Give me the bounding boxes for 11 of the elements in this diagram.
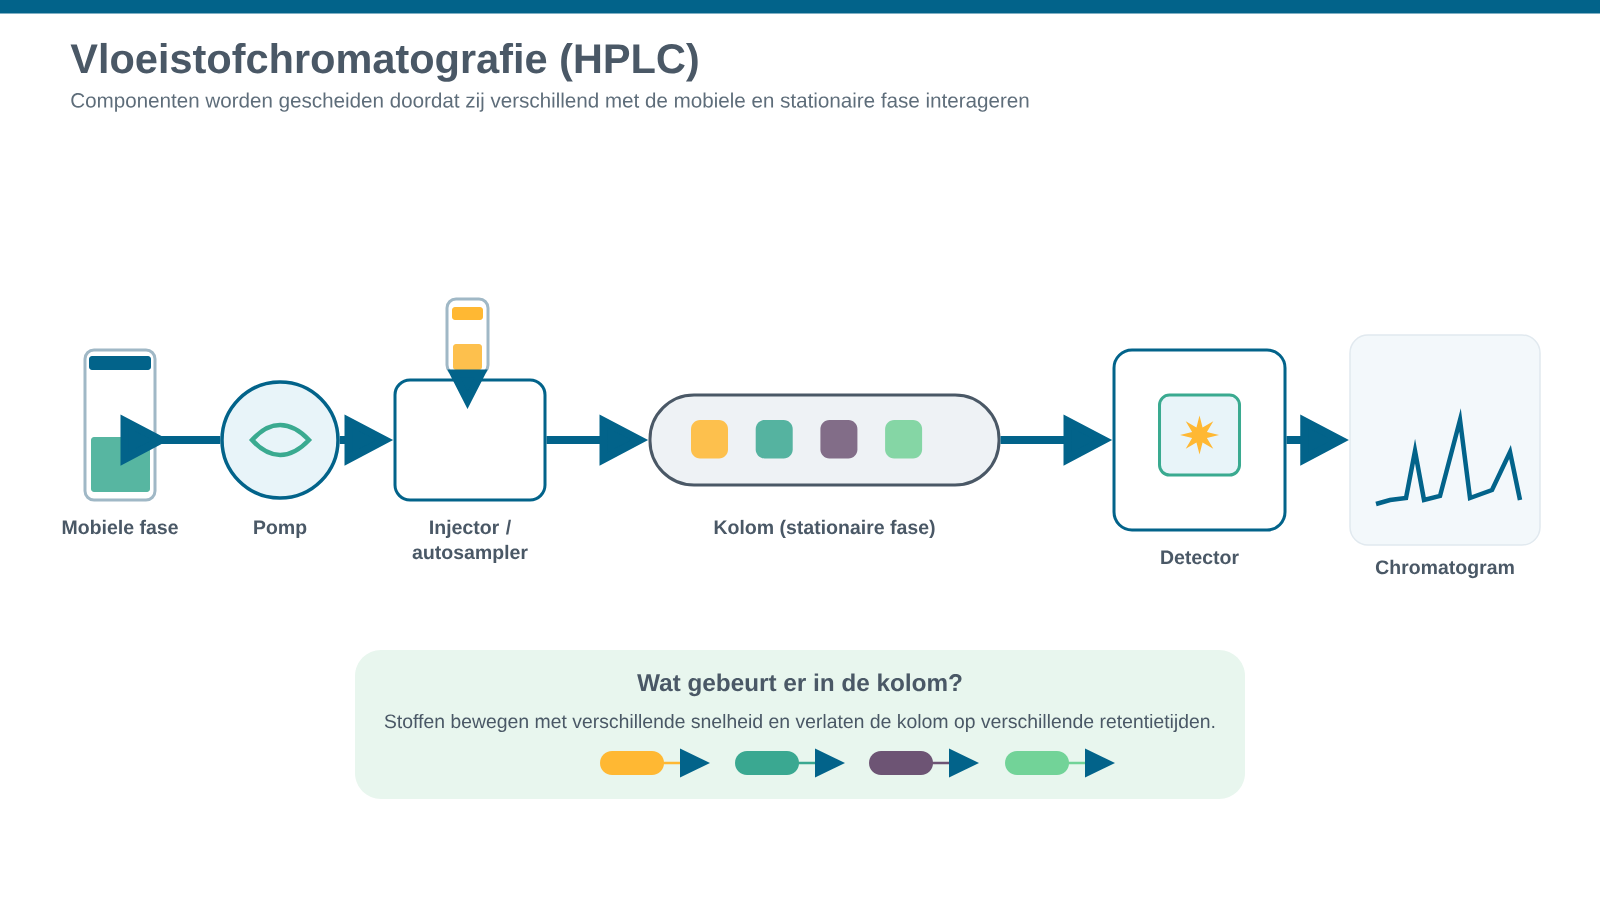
title: Vloeistofchromatografie (HPLC) — [70, 42, 698, 82]
node-label: Kolom (stationaire fase) — [714, 519, 935, 539]
panel-heading: Wat gebeurt er in de kolom? — [637, 673, 962, 697]
node-label: Pomp — [254, 520, 307, 539]
subtitle: Componenten worden gescheiden doordat zij verschillend met de mobiele en stationaire fase interageren — [71, 92, 1029, 112]
top-bar — [0, 0, 1600, 14]
node-label: Chromatogram — [1375, 559, 1514, 579]
node-label: Detector — [1161, 550, 1239, 565]
node-label: Mobiele fase — [62, 519, 178, 535]
panel-text: Stoffen bewegen met verschillende snelheid en verlaten de kolom op verschillende retentietijden. — [384, 713, 1215, 733]
node-label: Injector / autosampler — [412, 519, 528, 563]
